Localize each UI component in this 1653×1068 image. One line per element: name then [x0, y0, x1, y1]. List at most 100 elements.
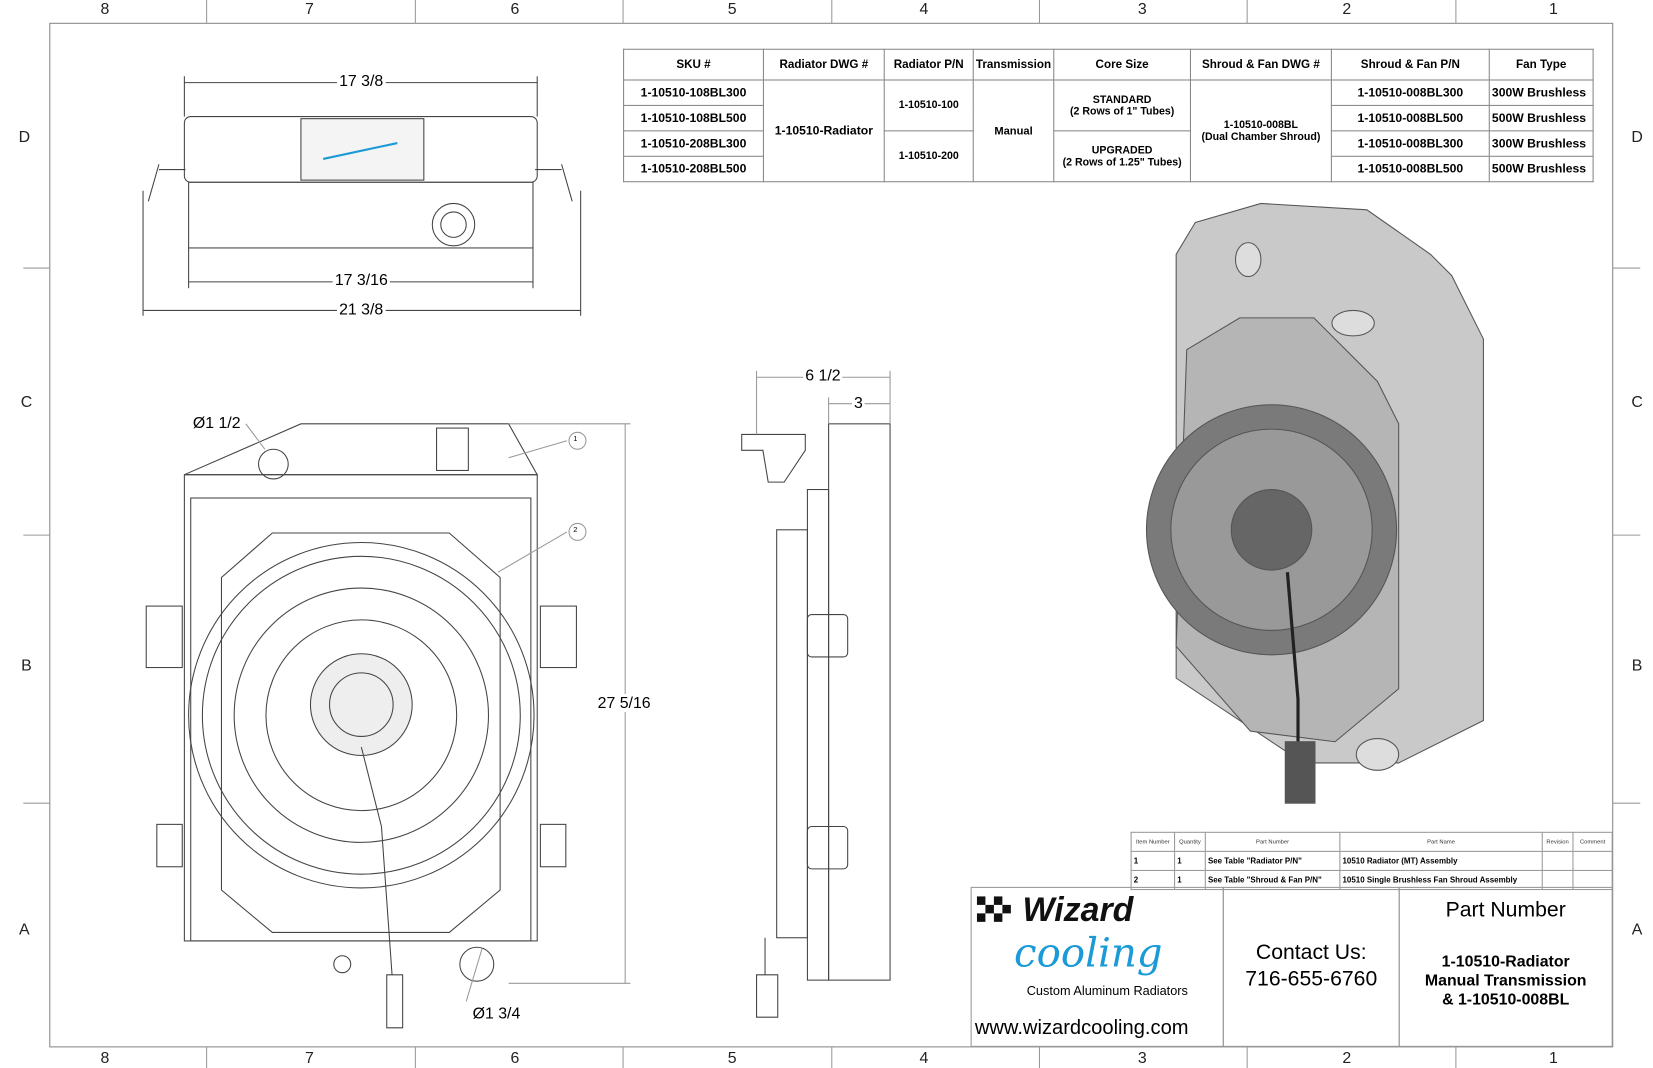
- shroud-pn-cell: 1-10510-008BL500: [1330, 155, 1490, 183]
- zone-col: 2: [1342, 1049, 1352, 1068]
- col-header: Shroud & Fan P/N: [1330, 48, 1490, 81]
- dim-inlet-dia: Ø1 1/2: [190, 414, 243, 433]
- col-header: SKU #: [623, 48, 764, 81]
- table-row: 1-10510-108BL300 1-10510-Radiator 1-1051…: [623, 79, 1594, 183]
- table-header-row: SKU # Radiator DWG # Radiator P/N Transm…: [623, 48, 1594, 81]
- core-size-cell: STANDARD(2 Rows of 1" Tubes): [1053, 79, 1191, 132]
- zone-col: 5: [727, 1049, 737, 1068]
- part-number-line: & 1-10510-008BL: [1442, 990, 1570, 1009]
- top-view: [142, 76, 582, 316]
- sku-cell: 1-10510-108BL500: [623, 104, 764, 132]
- bom-comment: [1572, 850, 1613, 871]
- shroud-dwg-detail: (Dual Chamber Shroud): [1201, 130, 1321, 143]
- core-size-name: STANDARD: [1092, 93, 1152, 106]
- bom-header-row: Item Number Quantity Part Number Part Na…: [1130, 831, 1613, 852]
- fan-type-cell: 500W Brushless: [1488, 104, 1594, 132]
- zone-col: 6: [510, 0, 520, 19]
- col-header: Radiator P/N: [883, 48, 974, 81]
- col-header: Core Size: [1053, 48, 1191, 81]
- part-number-line: Manual Transmission: [1424, 971, 1587, 990]
- dim-tank-width: 17 3/8: [336, 72, 386, 91]
- dim-outlet-dia: Ø1 3/4: [470, 1004, 523, 1023]
- bom-qty: 1: [1174, 850, 1206, 871]
- bom-part-name: 10510 Radiator (MT) Assembly: [1339, 850, 1543, 871]
- bom-col-header: Revision: [1541, 831, 1574, 852]
- dim-overall-width: 21 3/8: [336, 300, 386, 319]
- zone-col: 4: [919, 0, 929, 19]
- bom-part-name: 10510 Single Brushless Fan Shroud Assemb…: [1339, 869, 1543, 891]
- logo-block: Wizard cooling Custom Aluminum Radiators…: [970, 886, 1224, 1047]
- part-number-label: Part Number: [1445, 898, 1566, 922]
- zone-col: 4: [919, 1049, 929, 1068]
- core-size-detail: (2 Rows of 1.25" Tubes): [1062, 156, 1182, 168]
- col-header: Fan Type: [1488, 48, 1594, 81]
- logo-tagline: Custom Aluminum Radiators: [1026, 983, 1188, 999]
- dim-depth-shroud: 3: [851, 394, 865, 413]
- logo-wizard: Wizard: [1022, 890, 1134, 929]
- core-size-cell: UPGRADED(2 Rows of 1.25" Tubes): [1053, 130, 1191, 183]
- sku-cell: 1-10510-208BL500: [623, 155, 764, 183]
- shroud-dwg-pn: 1-10510-008BL: [1223, 119, 1299, 131]
- zone-row: B: [21, 656, 32, 675]
- zone-row: A: [1631, 920, 1643, 939]
- bom-revision: [1541, 850, 1574, 871]
- zone-col: 1: [1548, 1049, 1558, 1068]
- bom-col-header: Quantity: [1174, 831, 1206, 852]
- bom-row: 1 1 See Table "Radiator P/N" 10510 Radia…: [1130, 850, 1613, 871]
- fan-type-cell: 300W Brushless: [1488, 79, 1594, 106]
- table-row: 1-10510-208BL500 1-10510-008BL500 500W B…: [623, 155, 1594, 183]
- col-header: Shroud & Fan DWG #: [1189, 48, 1332, 81]
- bom-qty: 1: [1174, 869, 1206, 891]
- zone-row: B: [1631, 656, 1643, 675]
- zone-col: 7: [304, 1049, 314, 1068]
- shroud-pn-cell: 1-10510-008BL300: [1330, 130, 1490, 157]
- balloon-2: 2: [573, 526, 578, 535]
- zone-col: 6: [510, 1049, 520, 1068]
- bom-part-number: See Table "Shroud & Fan P/N": [1204, 869, 1341, 891]
- configuration-table: SKU # Radiator DWG # Radiator P/N Transm…: [623, 48, 1594, 183]
- checkered-flag-icon: [976, 896, 1011, 922]
- sku-cell: 1-10510-208BL300: [623, 130, 764, 157]
- bom-row: 2 1 See Table "Shroud & Fan P/N" 10510 S…: [1130, 869, 1613, 891]
- radiator-pn-cell: 1-10510-100: [883, 79, 974, 132]
- zone-row: D: [1631, 128, 1643, 147]
- bom-comment: [1572, 869, 1613, 891]
- bom-col-header: Part Number: [1204, 831, 1341, 852]
- dim-core-width: 17 3/16: [332, 271, 390, 290]
- table-row: 1-10510-208BL300 1-10510-200 UPGRADED(2 …: [623, 130, 1594, 183]
- shroud-pn-cell: 1-10510-008BL300: [1330, 79, 1490, 106]
- zone-col: 3: [1137, 1049, 1147, 1068]
- zone-row: D: [18, 128, 31, 147]
- shroud-pn-cell: 1-10510-008BL500: [1330, 104, 1490, 132]
- sku-cell: 1-10510-108BL300: [623, 79, 764, 106]
- contact-phone: 716-655-6760: [1245, 967, 1378, 991]
- transmission-cell: Manual: [972, 79, 1055, 183]
- col-header: Transmission: [972, 48, 1055, 81]
- col-header: Radiator DWG #: [762, 48, 885, 81]
- zone-col: 8: [100, 1049, 110, 1068]
- contact-label: Contact Us:: [1255, 940, 1367, 965]
- bom-col-header: Comment: [1572, 831, 1613, 852]
- zone-col: 7: [304, 0, 314, 19]
- bom-item: 1: [1130, 850, 1176, 871]
- side-view: [741, 370, 891, 1018]
- zone-col: 8: [100, 0, 110, 19]
- part-number-block: Part Number 1-10510-Radiator Manual Tran…: [1398, 886, 1613, 1047]
- bom-col-header: Part Name: [1339, 831, 1543, 852]
- zone-col: 2: [1342, 0, 1352, 19]
- bom-col-header: Item Number: [1130, 831, 1176, 852]
- bill-of-materials: Item Number Quantity Part Number Part Na…: [1130, 831, 1613, 891]
- zone-row: C: [20, 393, 33, 412]
- front-view: [145, 423, 631, 1029]
- shroud-dwg-cell: 1-10510-008BL(Dual Chamber Shroud): [1189, 79, 1332, 183]
- contact-block: Contact Us: 716-655-6760: [1222, 886, 1400, 1047]
- core-size-detail: (2 Rows of 1" Tubes): [1069, 105, 1175, 118]
- zone-col: 1: [1548, 0, 1558, 19]
- zone-row: A: [19, 920, 30, 939]
- website-link[interactable]: www.wizardcooling.com: [974, 1017, 1189, 1040]
- core-size-name: UPGRADED: [1091, 144, 1153, 157]
- dim-height: 27 5/16: [595, 694, 653, 713]
- table-row: 1-10510-108BL500 1-10510-008BL500 500W B…: [623, 104, 1594, 132]
